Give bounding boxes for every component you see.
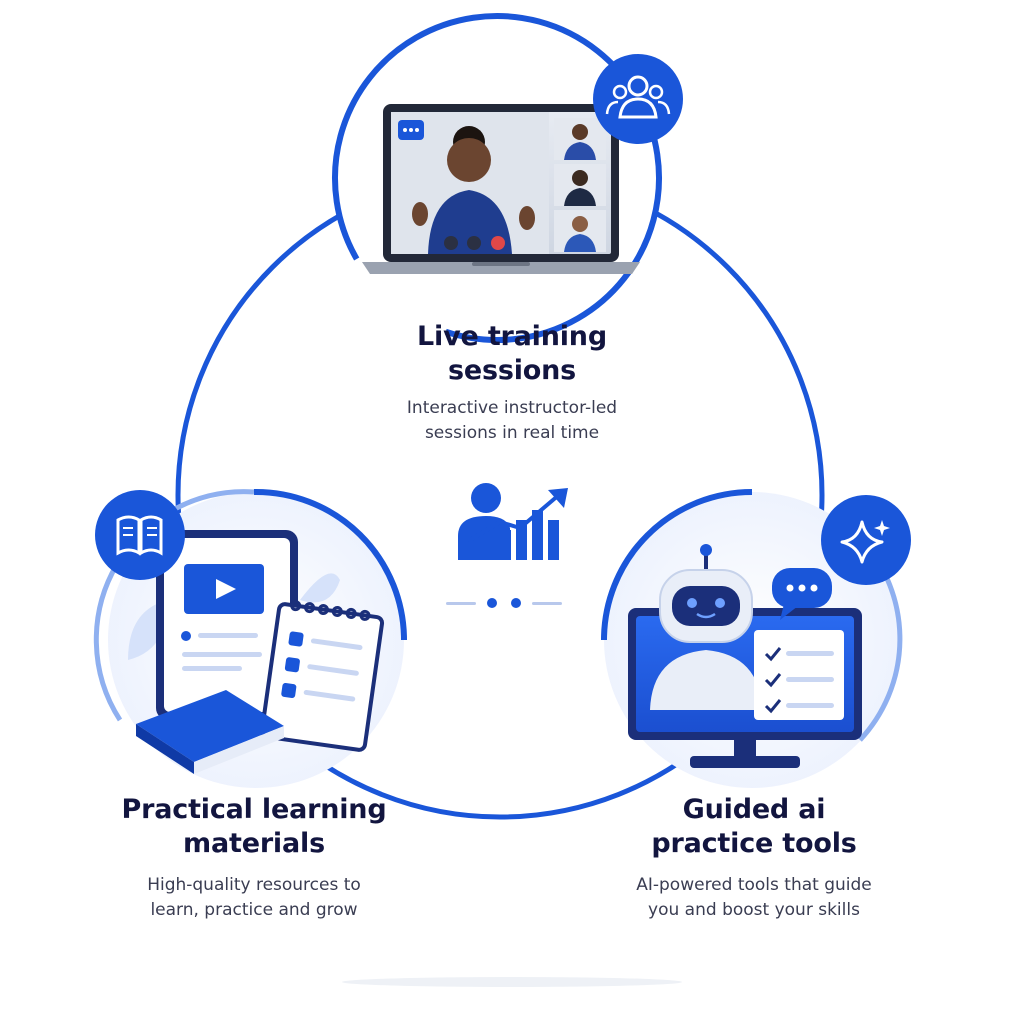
sparkle-icon bbox=[821, 495, 911, 585]
floor-shadow bbox=[342, 977, 682, 987]
checklist-notepad-illustration bbox=[259, 600, 385, 752]
ai-practice-title: Guided ai practice tools bbox=[574, 793, 934, 861]
group-icon bbox=[593, 54, 683, 144]
book-illustration bbox=[136, 690, 284, 774]
chat-bubble-icon bbox=[772, 568, 832, 620]
learning-materials-title: Practical learning materials bbox=[74, 793, 434, 861]
growth-person-chart-icon bbox=[458, 483, 568, 560]
live-training-title-line-2: sessions bbox=[447, 355, 577, 386]
ai-practice-desc-line-2: you and boost your skills bbox=[648, 900, 860, 920]
ai-practice-description: AI-powered tools that guide you and boos… bbox=[574, 873, 934, 923]
live-training-desc-line-1: Interactive instructor-led bbox=[406, 398, 618, 418]
learning-materials-title-line-1: Practical learning bbox=[121, 794, 387, 825]
learning-materials-node bbox=[93, 488, 407, 788]
ai-practice-title-line-2: practice tools bbox=[651, 828, 857, 859]
ai-practice-node bbox=[601, 489, 911, 788]
live-training-description: Interactive instructor-led sessions in r… bbox=[312, 396, 712, 446]
learning-materials-desc-line-2: learn, practice and grow bbox=[150, 900, 358, 920]
ai-monitor-illustration bbox=[628, 544, 862, 768]
live-training-desc-line-2: sessions in real time bbox=[424, 423, 600, 443]
live-training-title: Live training sessions bbox=[312, 320, 712, 388]
ai-practice-desc-line-1: AI-powered tools that guide bbox=[636, 875, 872, 895]
open-book-icon bbox=[95, 490, 185, 580]
live-training-node bbox=[332, 13, 683, 343]
tablet-video-illustration bbox=[156, 530, 298, 720]
learning-materials-title-line-2: materials bbox=[183, 828, 325, 859]
live-training-title-line-1: Live training bbox=[417, 321, 607, 352]
laptop-video-call-illustration bbox=[362, 104, 640, 274]
carousel-indicator bbox=[446, 598, 562, 608]
learning-materials-description: High-quality resources to learn, practic… bbox=[74, 873, 434, 923]
ai-practice-title-line-1: Guided ai bbox=[682, 794, 826, 825]
learning-materials-desc-line-1: High-quality resources to bbox=[147, 875, 361, 895]
